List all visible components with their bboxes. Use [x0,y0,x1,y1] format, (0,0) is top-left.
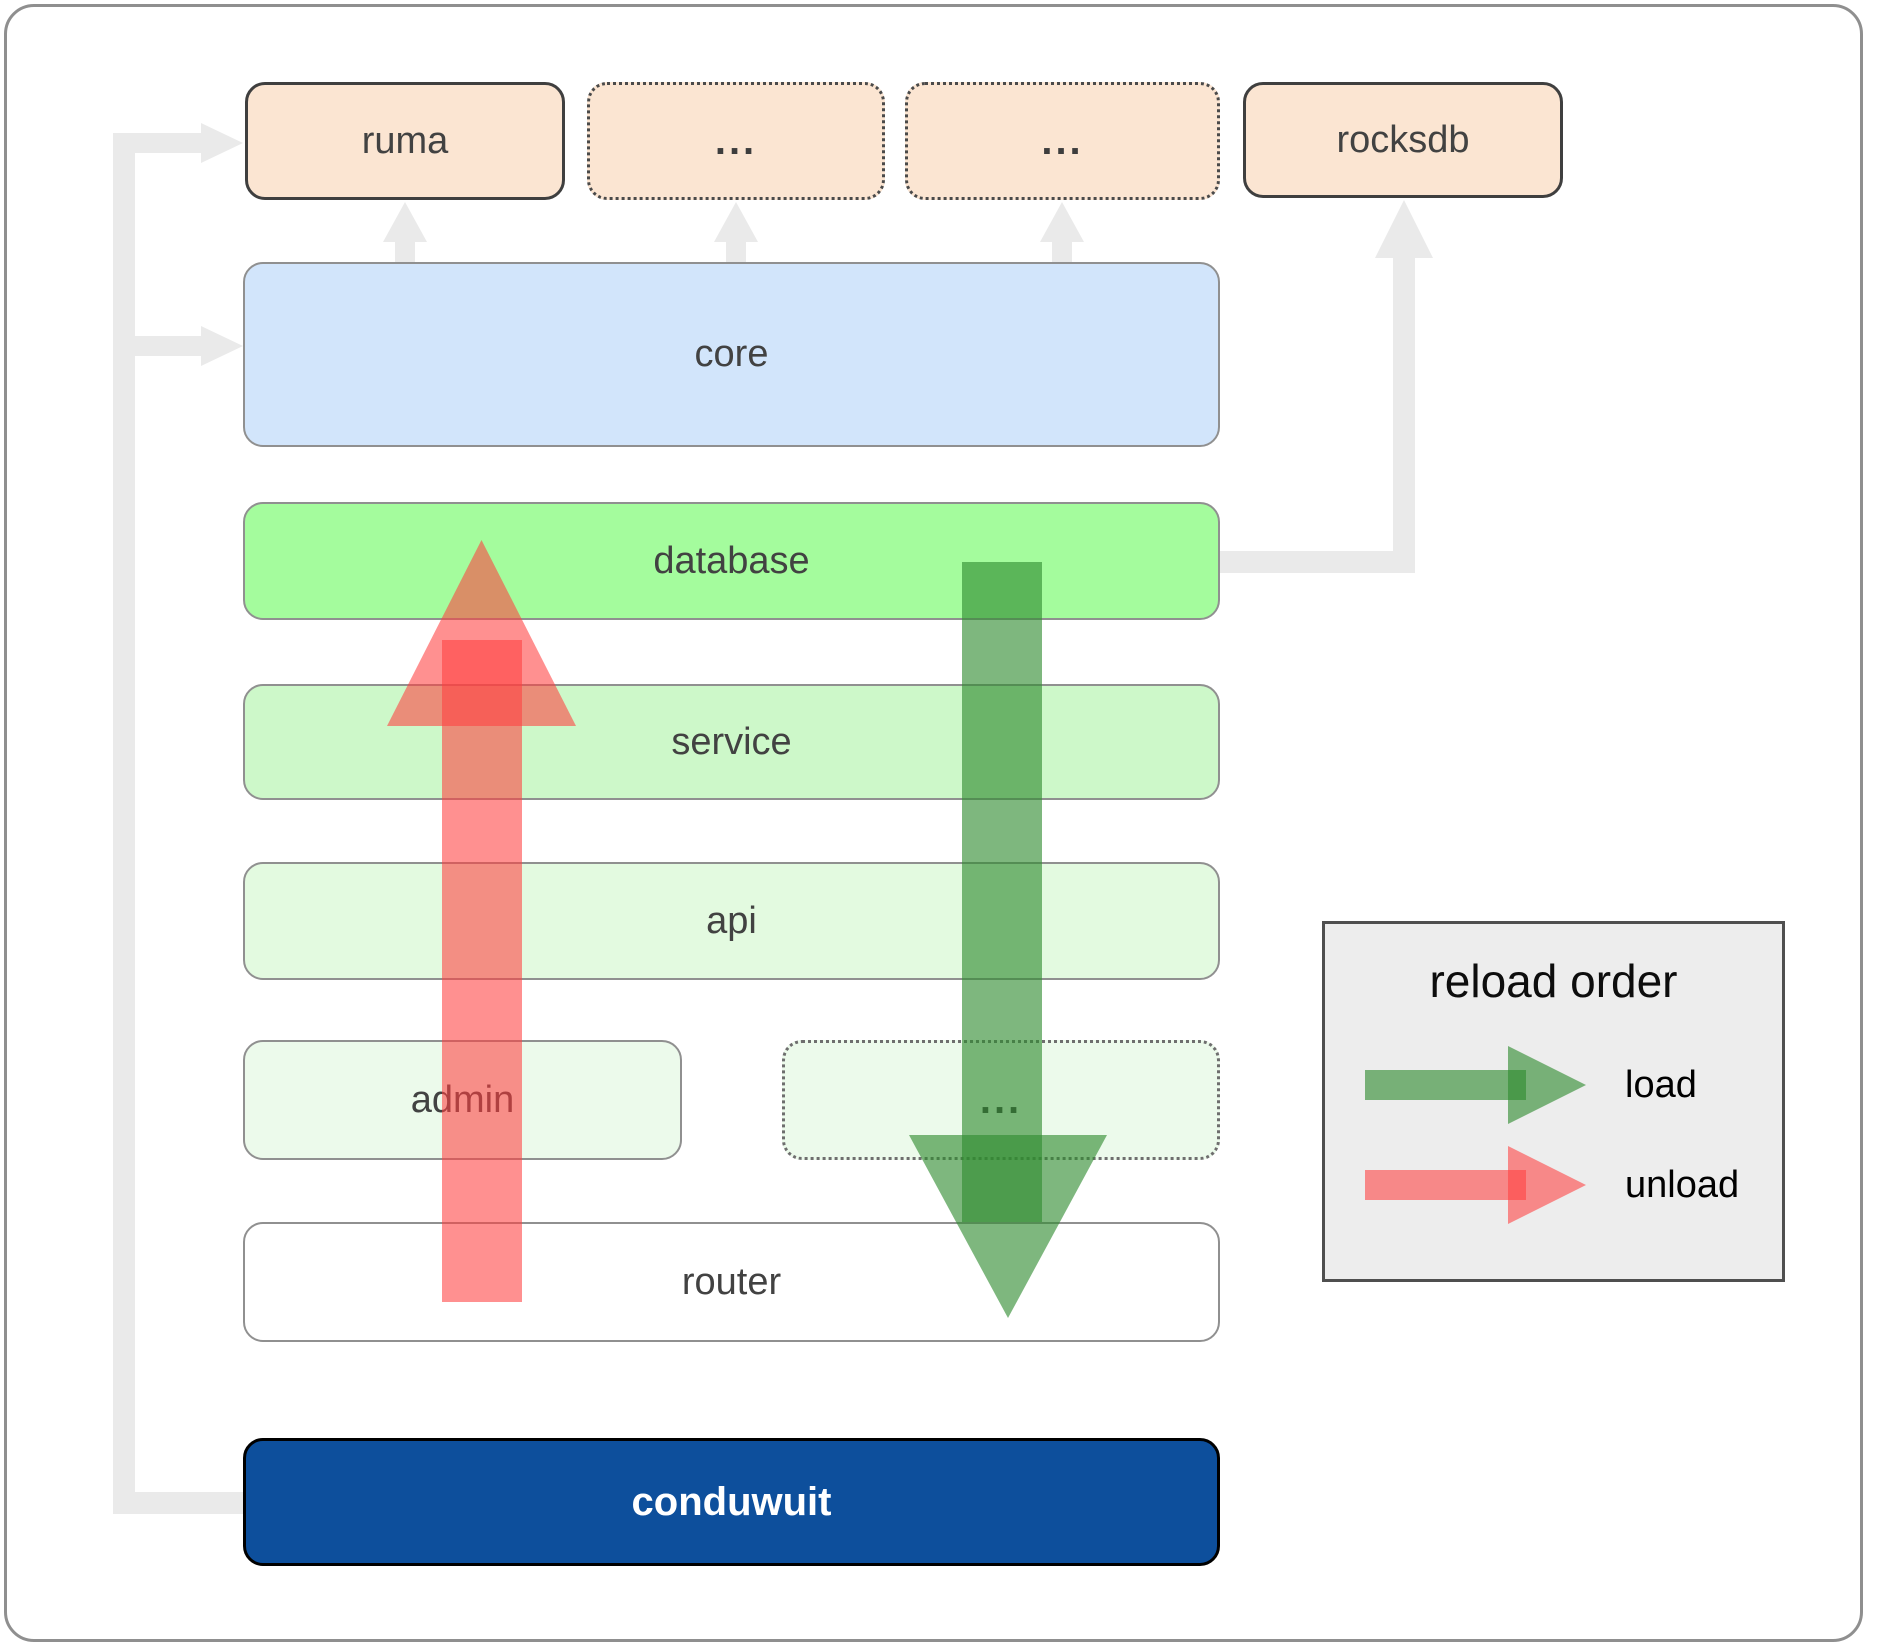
diagram-outer-border [4,4,1863,1642]
legend-unload-label: unload [1625,1164,1740,1206]
core-to-dots1-stem [726,242,746,264]
legend-load-label: load [1625,1064,1697,1106]
node-rocksdb-label: rocksdb [1336,118,1470,161]
conduwuit-to-core-segment [113,336,203,356]
node-rocksdb: rocksdb [1243,82,1563,198]
legend-title: reload order [1429,955,1678,1007]
database-to-rocksdb-horizontal [1220,551,1415,573]
node-conduwuit: conduwuit [243,1438,1220,1566]
node-top-dots-1: ... [587,82,885,200]
legend: reload order load unload [1322,921,1785,1282]
conduwuit-feedback-line-vertical [113,133,135,1514]
node-api: api [243,862,1220,980]
node-service-label: service [671,720,792,763]
load-arrow-body [962,562,1042,1222]
node-core: core [243,262,1220,447]
node-core-label: core [694,333,769,375]
unload-arrow-body [442,640,522,1302]
legend-unload-arrow-body [1365,1170,1526,1200]
node-top-dots-2-label: ... [1041,118,1084,163]
node-database-label: database [653,539,810,582]
node-database: database [243,502,1220,620]
core-to-ruma-stem [395,242,415,264]
node-service: service [243,684,1220,800]
conduwuit-to-ruma-segment [113,133,203,153]
node-top-dots-2: ... [905,82,1220,200]
node-ruma: ruma [245,82,565,200]
node-top-dots-1-label: ... [714,118,758,163]
node-router: router [243,1222,1220,1342]
node-ruma-label: ruma [361,119,449,162]
node-conduwuit-label: conduwuit [631,1479,832,1524]
core-to-dots2-stem [1052,242,1072,264]
database-to-rocksdb-vertical [1393,256,1415,573]
legend-load-arrow-body [1365,1070,1526,1100]
node-router-label: router [681,1260,782,1303]
conduwuit-line-bottom-segment [113,1492,243,1514]
node-api-label: api [706,899,757,942]
